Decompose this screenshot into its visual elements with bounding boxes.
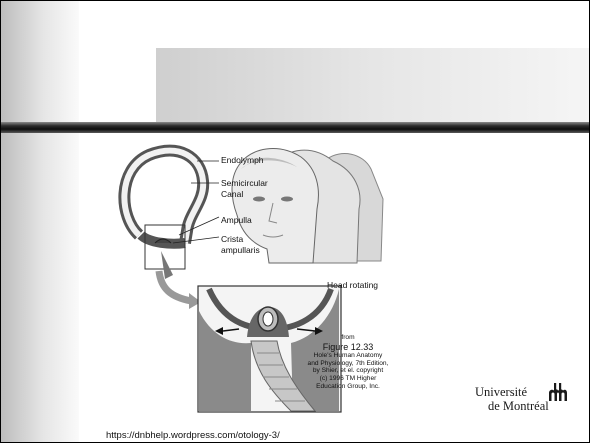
source-url: https://dnbhelp.wordpress.com/otology-3/ <box>106 430 280 441</box>
figure-caption: from Figure 12.33 Hole's Human Anatomy a… <box>293 334 403 391</box>
caption-line-1: Hole's Human Anatomy <box>293 352 403 360</box>
header-bar <box>1 122 590 133</box>
label-semicircular: Semicircular <box>221 178 268 188</box>
caption-line-3: by Shier, et el. copyright <box>293 367 403 375</box>
label-endolymph: Endolymph <box>221 155 264 165</box>
caption-figure-number: Figure 12.33 <box>293 342 403 352</box>
label-crista: Crista <box>221 234 243 244</box>
label-canal: Canal <box>221 189 243 199</box>
caption-line-5: Education Group, Inc. <box>293 383 403 391</box>
header-shade <box>156 48 590 122</box>
left-gradient-band <box>1 1 79 443</box>
logo-line-2: de Montréal <box>488 399 549 414</box>
caption-line-2: and Physiology, 7th Edition, <box>293 360 403 368</box>
label-ampullaris: ampullaris <box>221 245 260 255</box>
udem-mark-icon <box>548 383 568 401</box>
universite-de-montreal-logo: Université de Montréal <box>475 383 575 417</box>
caption-from: from <box>293 334 403 342</box>
label-ampulla: Ampulla <box>221 215 252 225</box>
zoom-arrow <box>159 271 191 301</box>
label-head-rotating: Head rotating <box>327 280 378 290</box>
logo-line-1: Université <box>475 385 527 400</box>
caption-line-4: (c) 1996 TM Higher <box>293 375 403 383</box>
